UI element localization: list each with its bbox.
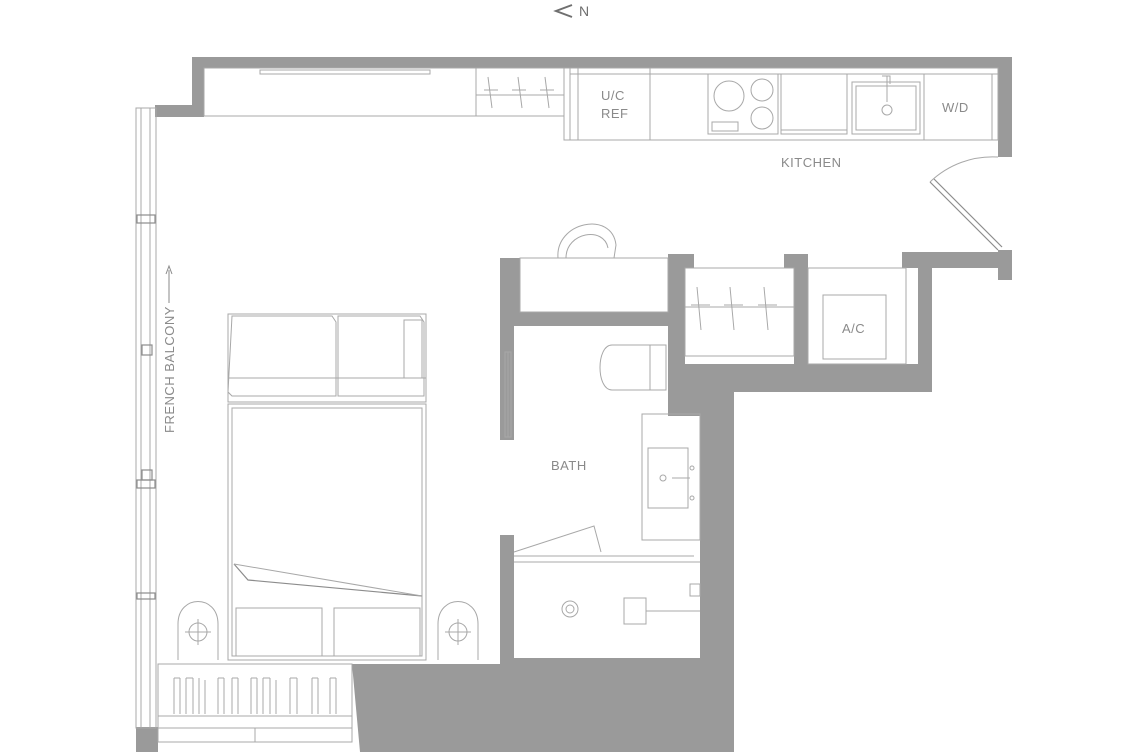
- bath-label: BATH: [551, 458, 587, 473]
- shower: [513, 525, 701, 625]
- entry-door: [929, 156, 1003, 251]
- air-conditioner: [807, 267, 907, 365]
- french-balcony-window: [135, 107, 157, 729]
- walls: [136, 57, 1012, 752]
- closet: [684, 267, 795, 357]
- fridge-label-line1: U/C: [601, 88, 625, 103]
- fridge-label-line2: REF: [601, 106, 629, 121]
- nightstand-lamp-right: [437, 601, 479, 660]
- north-arrow-icon: [553, 4, 573, 18]
- nightstand-lamp-left: [177, 601, 219, 660]
- kitchen-counter: [569, 67, 999, 141]
- bath-sliding-door: [504, 351, 512, 438]
- kitchen-label: KITCHEN: [781, 155, 842, 170]
- bed: [227, 403, 427, 661]
- arrow-up-icon: [165, 264, 173, 303]
- bottom-wardrobe: [157, 663, 353, 743]
- balcony-label: FRENCH BALCONY: [162, 306, 177, 433]
- ac-label: A/C: [842, 321, 865, 336]
- top-storage-cabinet: [203, 67, 571, 141]
- headboard-storage: [227, 313, 427, 403]
- vanity-sink: [641, 413, 701, 541]
- desk-chair: [557, 223, 617, 259]
- toilet: [599, 344, 667, 391]
- washer-dryer-label: W/D: [942, 100, 969, 115]
- north-label: N: [579, 3, 589, 19]
- desk: [519, 257, 669, 313]
